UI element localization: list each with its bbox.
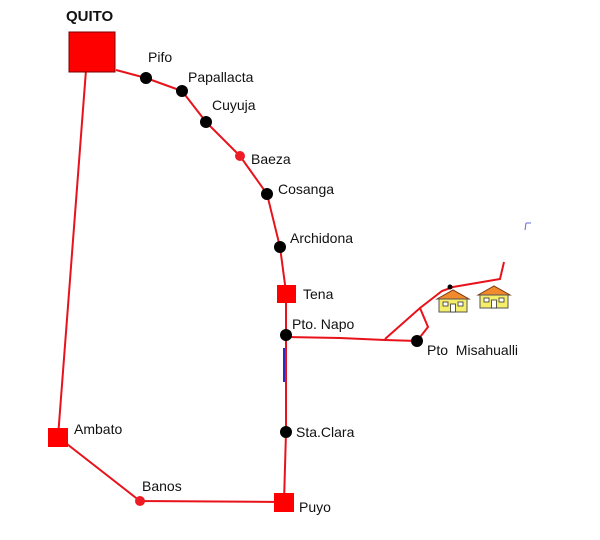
small-stop-dot: [447, 284, 453, 290]
town-banos[interactable]: Banos: [135, 478, 182, 506]
stop-label-cuyuja: Cuyuja: [212, 97, 256, 113]
stop-cosanga[interactable]: Cosanga: [261, 181, 334, 200]
stop-archidona[interactable]: Archidona: [274, 230, 353, 253]
town-label-baeza: Baeza: [251, 151, 291, 167]
stop-label-pto-napo: Pto. Napo: [292, 316, 354, 332]
stop-cuyuja[interactable]: Cuyuja: [200, 97, 256, 128]
house-icon: [476, 285, 512, 309]
road-quito-ambato: [57, 69, 87, 438]
city-label-ambato: Ambato: [74, 421, 122, 437]
marker-corner-v: [524, 222, 527, 231]
stop-label-pifo: Pifo: [148, 49, 172, 65]
city-tena[interactable]: Tena: [277, 285, 334, 303]
stop-papallacta[interactable]: Papallacta: [176, 69, 254, 97]
town-label-banos: Banos: [142, 478, 182, 494]
city-label-quito: QUITO: [66, 8, 114, 25]
town-baeza[interactable]: Baeza: [235, 151, 291, 167]
city-label-tena: Tena: [303, 286, 334, 302]
stop-pto-misahualli[interactable]: Pto Misahualli: [411, 335, 518, 358]
road-napo-misahualli: [285, 336, 418, 342]
city-label-puyo: Puyo: [299, 499, 331, 515]
stop-sta-clara[interactable]: Sta.Clara: [280, 424, 355, 440]
stop-label-sta-clara: Sta.Clara: [296, 424, 355, 440]
stop-pifo[interactable]: Pifo: [140, 49, 172, 84]
stop-label-archidona: Archidona: [290, 230, 353, 246]
stop-label-cosanga: Cosanga: [278, 181, 334, 197]
city-puyo[interactable]: Puyo: [274, 493, 331, 515]
road-quito-tena: [115, 69, 287, 335]
city-quito[interactable]: QUITO: [66, 8, 116, 73]
stop-label-pto-misahualli: Pto Misahualli: [427, 342, 518, 358]
house-icon: [435, 289, 471, 313]
stop-label-papallacta: Papallacta: [188, 69, 254, 85]
stop-pto-napo[interactable]: Pto. Napo: [280, 316, 354, 341]
road-to-houses: [384, 261, 505, 340]
city-ambato[interactable]: Ambato: [48, 421, 122, 447]
